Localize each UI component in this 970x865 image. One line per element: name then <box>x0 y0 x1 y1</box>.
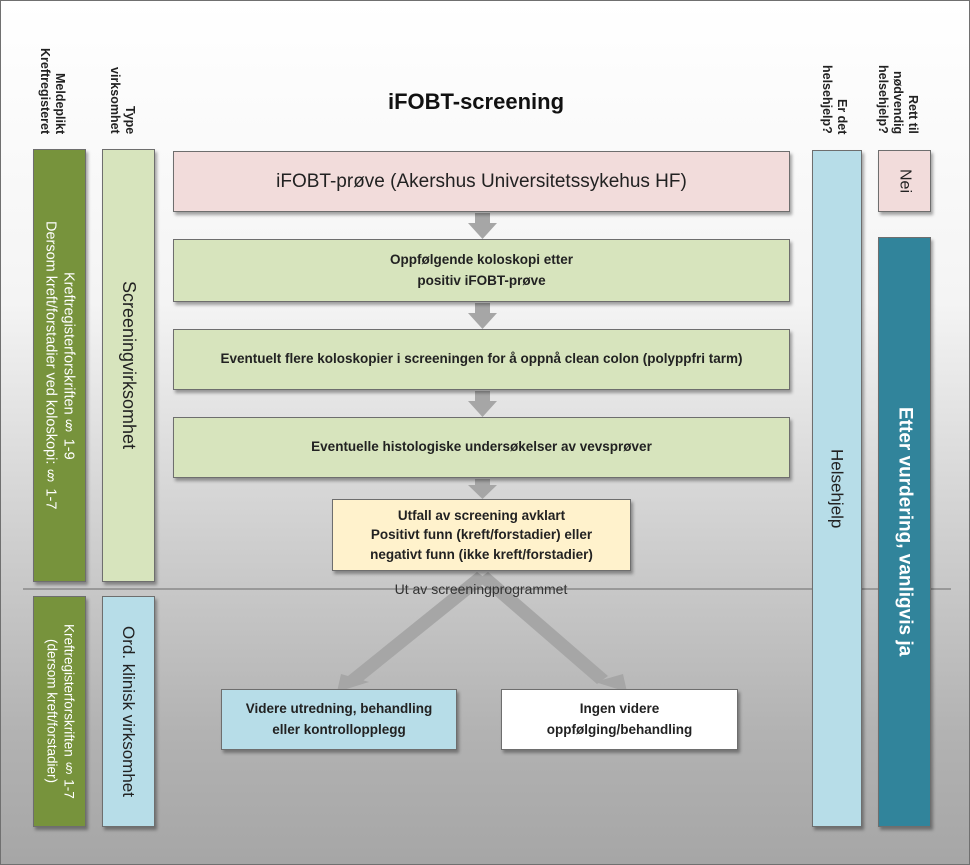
diagram-title: iFOBT-screening <box>387 89 565 114</box>
klinisk-column: Ord. klinisk virksomhet <box>102 596 155 827</box>
arrowhead-4-5 <box>468 485 497 499</box>
etter-vurdering-text: Etter vurdering, vanligvis ja <box>894 407 916 657</box>
arrowhead-3-4 <box>468 401 497 417</box>
step-koloskopi: Oppfølgende koloskopi etter positiv iFOB… <box>173 239 790 302</box>
outcome-ingen-videre-text: Ingen videre oppfølging/behandling <box>546 700 693 737</box>
arrowhead-2-3 <box>468 313 497 329</box>
screening-text: Screeningvirksomhet <box>118 281 139 450</box>
step-histologi-text: Eventuelle histologiske undersøkelser av… <box>311 439 652 455</box>
kreftregister-bottom-column: Kreftregisterforskriften § 1-7 (dersom k… <box>33 596 86 827</box>
step-koloskopi-text: Oppfølgende koloskopi etter positiv iFOB… <box>389 251 573 288</box>
nei-text: Nei <box>896 168 914 193</box>
step-histologi: Eventuelle histologiske undersøkelser av… <box>173 417 790 478</box>
outcome-videre-utredning-text: Videre utredning, behandling eller kontr… <box>245 700 433 737</box>
header-meldeplikt: Meldeplikt Kreftregisteret <box>38 47 67 134</box>
screening-column: Screeningvirksomhet <box>102 149 155 582</box>
klinisk-text: Ord. klinisk virksomhet <box>119 626 139 797</box>
outcome-ingen-videre: Ingen videre oppfølging/behandling <box>501 689 738 750</box>
kreftregister-top-text: Kreftregisterforskriften § 1-9 Dersom kr… <box>42 221 77 510</box>
branch-right <box>477 572 608 684</box>
arrow-4-5 <box>475 479 490 487</box>
helsehjelp-text: Helsehjelp <box>827 448 847 529</box>
nei-box: Nei <box>878 150 931 212</box>
branchhead-right <box>595 674 627 692</box>
step-clean-colon: Eventuelt flere koloskopier i screeninge… <box>173 329 790 390</box>
helsehjelp-column: Helsehjelp <box>812 150 862 827</box>
step-utfall-text: Utfall av screening avklart Positivt fun… <box>370 507 593 562</box>
step-ifobt-prove: iFOBT-prøve (Akershus Universitetssykehu… <box>173 151 790 212</box>
header-rett-til-helsehjelp: Rett til nødvendig helsehjelp? <box>876 65 920 134</box>
header-type-virksomhet: Type virksomhet <box>108 67 137 134</box>
kreftregister-bottom-text: Kreftregisterforskriften § 1-7 (dersom k… <box>44 624 77 799</box>
kreftregister-top-column: Kreftregisterforskriften § 1-9 Dersom kr… <box>33 149 86 582</box>
header-er-det-helsehjelp: Er det helsehjelp? <box>820 65 849 134</box>
etter-vurdering-column: Etter vurdering, vanligvis ja <box>878 237 931 827</box>
branchhead-left <box>337 674 369 692</box>
step-utfall: Utfall av screening avklart Positivt fun… <box>332 499 631 571</box>
divider-label: Ut av screeningprogrammet <box>394 581 568 597</box>
step-clean-colon-text: Eventuelt flere koloskopier i screeninge… <box>220 351 743 367</box>
arrowhead-1-2 <box>468 223 497 239</box>
step-ifobt-prove-text: iFOBT-prøve (Akershus Universitetssykehu… <box>276 170 687 192</box>
branch-left <box>348 572 488 684</box>
outcome-videre-utredning: Videre utredning, behandling eller kontr… <box>221 689 457 750</box>
